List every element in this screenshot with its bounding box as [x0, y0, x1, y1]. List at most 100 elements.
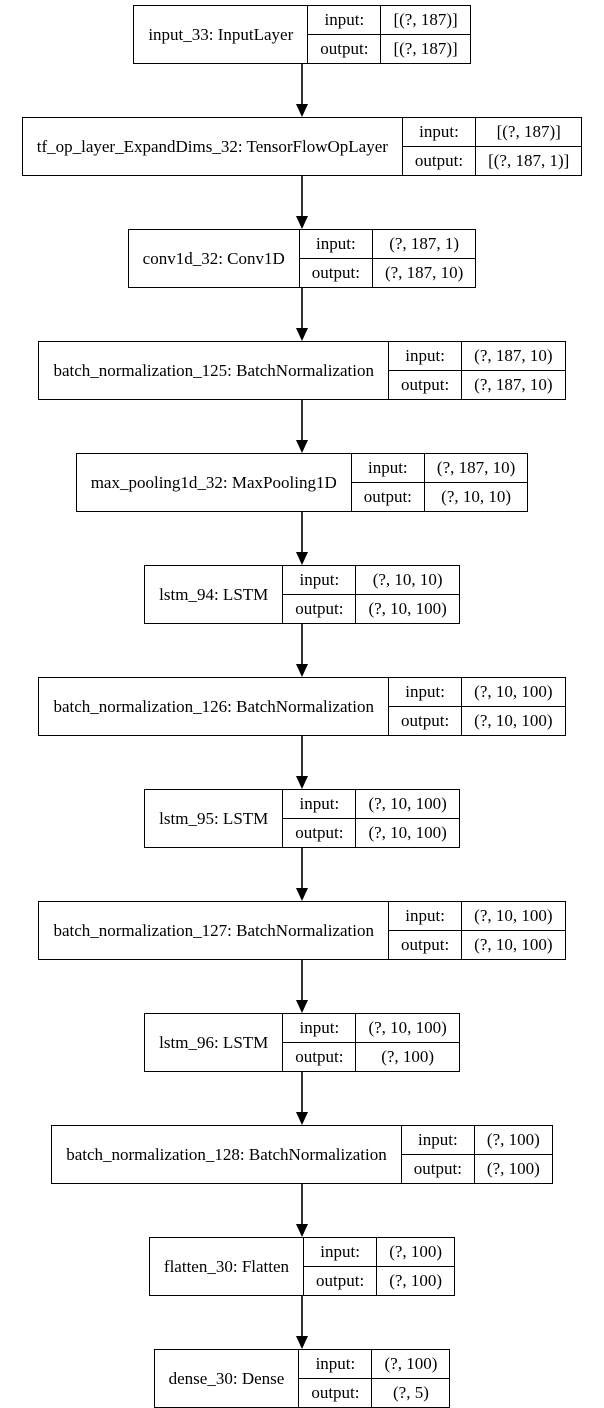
- arrow-down-icon: [296, 1072, 308, 1125]
- input-shape: (?, 187, 10): [436, 458, 516, 477]
- output-shape: (?, 100): [377, 1266, 455, 1295]
- layer-name: batch_normalization_127: BatchNormalizat…: [53, 920, 374, 940]
- input-shape: (?, 187, 1): [389, 234, 460, 253]
- arrow-head: [296, 328, 308, 341]
- output-shape: (?, 10, 10): [424, 482, 528, 511]
- arrow-head: [296, 104, 308, 117]
- layer-block: batch_normalization_126: BatchNormalizat…: [22, 677, 583, 789]
- input-label: input:: [352, 454, 425, 482]
- input-label: input:: [389, 678, 463, 706]
- arrow-down-icon: [296, 64, 308, 117]
- layer-name: flatten_30: Flatten: [163, 1256, 290, 1276]
- layer-node: batch_normalization_127: BatchNormalizat…: [38, 901, 566, 960]
- arrow-down-icon: [296, 1184, 308, 1237]
- layer-name: lstm_96: LSTM: [159, 1032, 269, 1052]
- arrow-shaft: [301, 624, 303, 664]
- output-shape: (?, 10, 100): [356, 818, 459, 847]
- layer-node: flatten_30: Flatten input: (?, 100) outp…: [148, 1237, 456, 1296]
- layer-node: tf_op_layer_ExpandDims_32: TensorFlowOpL…: [21, 117, 583, 176]
- output-shape: [(?, 187)]: [381, 34, 470, 63]
- arrow-down-icon: [296, 512, 308, 565]
- arrow-down-icon: [296, 624, 308, 677]
- output-shape: (?, 187, 10): [372, 258, 476, 287]
- arrow-shaft: [301, 400, 303, 440]
- arrow-down-icon: [296, 1296, 308, 1349]
- layer-node: lstm_96: LSTM input: (?, 10, 100) output…: [144, 1013, 460, 1072]
- layer-block: lstm_95: LSTM input: (?, 10, 100) output…: [22, 789, 583, 901]
- output-label: output:: [401, 1154, 475, 1183]
- layer-io-table: input: (?, 10, 100) output: (?, 10, 100): [388, 902, 565, 959]
- layer-block: max_pooling1d_32: MaxPooling1D input: (?…: [22, 453, 583, 565]
- arrow-down-icon: [296, 736, 308, 789]
- arrow-head: [296, 1112, 308, 1125]
- output-shape: [(?, 187, 1)]: [476, 146, 582, 175]
- arrow-shaft: [301, 960, 303, 1000]
- layer-block: conv1d_32: Conv1D input: (?, 187, 1) out…: [22, 229, 583, 341]
- arrow-shaft: [301, 64, 303, 104]
- input-label: input:: [283, 566, 357, 594]
- output-label: output:: [402, 146, 477, 175]
- input-shape: (?, 10, 100): [368, 1018, 447, 1037]
- layer-node: batch_normalization_128: BatchNormalizat…: [51, 1125, 553, 1184]
- input-label: input:: [389, 342, 463, 370]
- input-label: input:: [402, 1126, 475, 1154]
- input-shape: [(?, 187)]: [393, 10, 458, 29]
- layer-io-table: input: (?, 187, 10) output: (?, 187, 10): [388, 342, 565, 399]
- output-label: output:: [304, 1266, 378, 1295]
- arrow-head: [296, 664, 308, 677]
- layer-block: tf_op_layer_ExpandDims_32: TensorFlowOpL…: [21, 117, 583, 229]
- layer-block: batch_normalization_125: BatchNormalizat…: [22, 341, 583, 453]
- layer-block: batch_normalization_127: BatchNormalizat…: [22, 901, 583, 1013]
- arrow-shaft: [301, 1296, 303, 1336]
- arrow-head: [296, 776, 308, 789]
- input-shape: (?, 10, 100): [474, 906, 553, 925]
- input-shape: [(?, 187)]: [496, 122, 561, 141]
- layer-block: dense_30: Dense input: (?, 100) output: …: [22, 1349, 583, 1408]
- layer-name: batch_normalization_125: BatchNormalizat…: [53, 360, 374, 380]
- layer-node: dense_30: Dense input: (?, 100) output: …: [153, 1349, 451, 1408]
- layer-node: conv1d_32: Conv1D input: (?, 187, 1) out…: [127, 229, 477, 288]
- input-shape: (?, 187, 10): [474, 346, 553, 365]
- output-shape: (?, 10, 100): [462, 706, 565, 735]
- layer-name: tf_op_layer_ExpandDims_32: TensorFlowOpL…: [36, 136, 388, 156]
- arrow-head: [296, 888, 308, 901]
- output-label: output:: [389, 930, 463, 959]
- arrow-head: [296, 1000, 308, 1013]
- arrow-head: [296, 552, 308, 565]
- arrow-shaft: [301, 736, 303, 776]
- layer-name: max_pooling1d_32: MaxPooling1D: [90, 472, 337, 492]
- output-label: output:: [283, 818, 357, 847]
- layer-node-list: input_33: InputLayer input: [(?, 187)] o…: [21, 5, 583, 1408]
- layer-block: input_33: InputLayer input: [(?, 187)] o…: [22, 5, 583, 117]
- layer-io-table: input: (?, 10, 100) output: (?, 10, 100): [388, 678, 565, 735]
- output-shape: (?, 10, 100): [462, 930, 565, 959]
- arrow-head: [296, 1336, 308, 1349]
- output-label: output:: [299, 258, 373, 287]
- output-shape: (?, 10, 100): [356, 594, 459, 623]
- arrow-shaft: [301, 1184, 303, 1224]
- layer-node: input_33: InputLayer input: [(?, 187)] o…: [133, 5, 471, 64]
- arrow-shaft: [301, 1072, 303, 1112]
- layer-node: batch_normalization_126: BatchNormalizat…: [38, 677, 566, 736]
- arrow-shaft: [301, 176, 303, 216]
- output-label: output:: [389, 706, 463, 735]
- layer-node: lstm_94: LSTM input: (?, 10, 10) output:…: [144, 565, 460, 624]
- input-label: input:: [283, 790, 357, 818]
- layer-name: input_33: InputLayer: [148, 24, 294, 44]
- layer-name: dense_30: Dense: [168, 1368, 285, 1388]
- arrow-shaft: [301, 848, 303, 888]
- input-label: input:: [299, 1350, 373, 1378]
- layer-io-table: input: (?, 187, 1) output: (?, 187, 10): [298, 230, 476, 287]
- input-shape: (?, 10, 100): [368, 794, 447, 813]
- layer-io-table: input: (?, 10, 100) output: (?, 100): [282, 1014, 459, 1071]
- output-label: output:: [283, 1042, 357, 1071]
- layer-node: lstm_95: LSTM input: (?, 10, 100) output…: [144, 789, 460, 848]
- input-label: input:: [304, 1238, 378, 1266]
- output-label: output:: [351, 482, 425, 511]
- input-shape: (?, 100): [384, 1354, 438, 1373]
- layer-io-table: input: [(?, 187)] output: [(?, 187)]: [307, 6, 470, 63]
- output-label: output:: [299, 1378, 373, 1407]
- output-label: output:: [283, 594, 357, 623]
- output-shape: (?, 100): [474, 1154, 552, 1183]
